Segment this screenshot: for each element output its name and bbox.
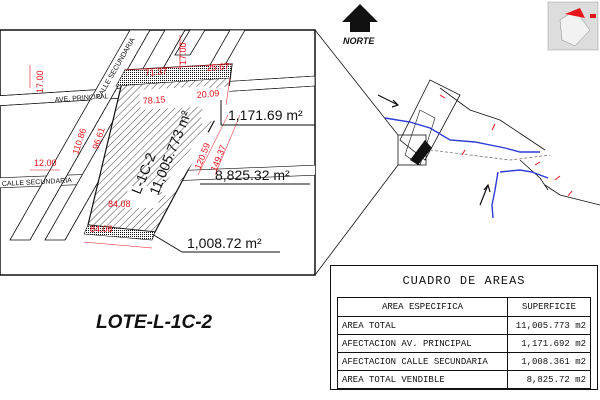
callout-secundaria-area: 1,008.72 m²	[187, 235, 262, 251]
callout-principal-area: 1,171.69 m²	[228, 107, 303, 123]
dim-label: 17.00	[35, 70, 45, 93]
dim-label: 84.08	[108, 199, 131, 209]
key-map-thumbnail	[547, 1, 599, 51]
detail-view: AVE. PRINCIPAL CALLE SECUNDARIA CALLE SE…	[0, 30, 315, 249]
zoom-connector-bottom	[314, 164, 399, 276]
area-table-title: CUADRO DE AREAS	[402, 274, 526, 288]
table-header-row: AREA ESPECIFICA SUPERFICIE	[338, 298, 590, 316]
table-cell-name: AREA TOTAL	[338, 317, 508, 334]
river-line	[384, 117, 540, 153]
north-arrow-icon	[342, 4, 378, 32]
road-label-principal: AVE. PRINCIPAL	[55, 93, 109, 104]
area-table-grid: AREA ESPECIFICA SUPERFICIE AREA TOTAL 11…	[337, 297, 591, 389]
secundaria-affectation-strip	[83, 224, 156, 241]
dim-label: 20.09	[196, 88, 219, 100]
dim-label: 12.00	[34, 158, 57, 168]
north-label: NORTE	[343, 36, 375, 46]
table-cell-name: AREA TOTAL VENDIBLE	[338, 371, 508, 388]
table-row: AFECTACION AV. PRINCIPAL 1,171.692 m2	[338, 334, 590, 352]
diagonal-street-left	[9, 30, 151, 241]
table-cell-name: AFECTACION CALLE SECUNDARIA	[338, 353, 508, 370]
table-cell-name: AFECTACION AV. PRINCIPAL	[338, 335, 508, 352]
dim-label: 25.67	[206, 61, 229, 73]
area-table: CUADRO DE AREAS AREA ESPECIFICA SUPERFIC…	[330, 265, 598, 390]
road-label-secundaria-left: CALLE SECUNDARIA	[2, 177, 73, 188]
table-cell-value: 1,008.361 m2	[521, 356, 586, 367]
table-header-cell: SUPERFICIE	[521, 302, 576, 312]
table-cell-value: 11,005.773 m2	[515, 320, 586, 331]
callout-vendible-area: 8,825.32 m²	[215, 167, 290, 183]
dim-label: 78.15	[142, 94, 165, 106]
table-cell-value: 1,171.692 m2	[521, 338, 586, 349]
zoom-connector-top	[314, 29, 399, 136]
table-row: AREA TOTAL VENDIBLE 8,825.72 m2	[338, 370, 590, 388]
table-header-cell: AREA ESPECIFICA	[338, 298, 508, 316]
table-row: AREA TOTAL 11,005.773 m2	[338, 316, 590, 334]
dim-label: 84.08	[90, 224, 113, 234]
table-row: AFECTACION CALLE SECUNDARIA 1,008.361 m2	[338, 352, 590, 370]
location-plan	[377, 79, 600, 219]
lote-title: LOTE-L-1C-2	[96, 312, 213, 333]
river-line	[499, 169, 549, 179]
dim-label: 71.37	[144, 66, 167, 78]
table-cell-value: 8,825.72 m2	[526, 374, 586, 385]
dim-label: 17.00	[178, 42, 188, 65]
